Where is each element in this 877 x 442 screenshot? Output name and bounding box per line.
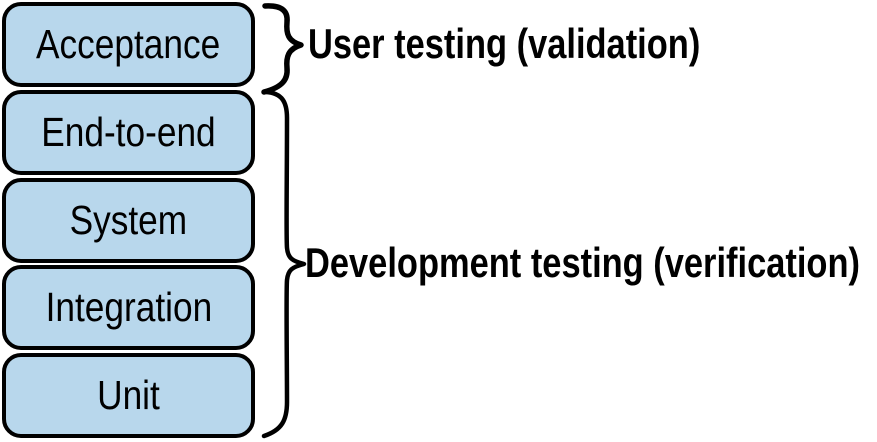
test-level-label: Acceptance (36, 21, 221, 67)
test-level-label: Unit (97, 372, 160, 418)
test-level-label: End-to-end (41, 108, 216, 155)
test-level-stack: Acceptance End-to-end System Integration… (2, 2, 255, 438)
test-level-label: System (69, 196, 188, 243)
test-level-box-system: System (2, 177, 255, 263)
test-level-box-acceptance: Acceptance (2, 2, 255, 87)
test-level-label: Integration (45, 284, 212, 331)
test-level-box-unit: Unit (2, 353, 255, 438)
development-testing-curly-brace-icon (261, 89, 307, 439)
test-level-box-integration: Integration (2, 265, 255, 351)
development-testing-label: Development testing (verification) (305, 239, 860, 286)
user-testing-curly-brace-icon (261, 3, 304, 95)
user-testing-label: User testing (validation) (308, 20, 701, 67)
test-level-box-end-to-end: End-to-end (2, 89, 255, 175)
